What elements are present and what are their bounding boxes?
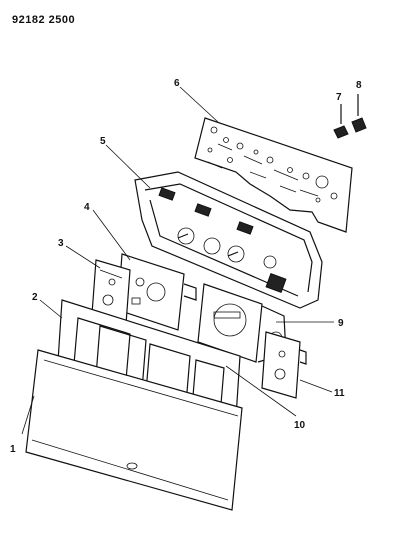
- callout-4: 4: [84, 202, 90, 213]
- callout-3: 3: [58, 238, 64, 249]
- part-7-bulb: [333, 104, 349, 139]
- callout-8: 8: [356, 80, 362, 91]
- callout-7: 7: [336, 92, 342, 103]
- callout-2: 2: [32, 292, 38, 303]
- callout-10: 10: [294, 420, 306, 431]
- part-8-socket: [351, 94, 367, 133]
- leader-lines: [21, 86, 334, 435]
- part-1-lens: [25, 349, 243, 511]
- part-6-circuit-board: [194, 117, 353, 233]
- diagram-reference-number: 92182 2500: [12, 14, 76, 26]
- callout-6: 6: [174, 78, 180, 89]
- callout-9: 9: [338, 318, 344, 329]
- callout-11: 11: [334, 388, 345, 399]
- part-5-cluster-housing: [134, 171, 323, 309]
- callout-5: 5: [100, 136, 106, 147]
- callout-1: 1: [10, 444, 16, 455]
- part-11-gauge: [261, 331, 307, 399]
- part-4-gauge: [117, 253, 197, 331]
